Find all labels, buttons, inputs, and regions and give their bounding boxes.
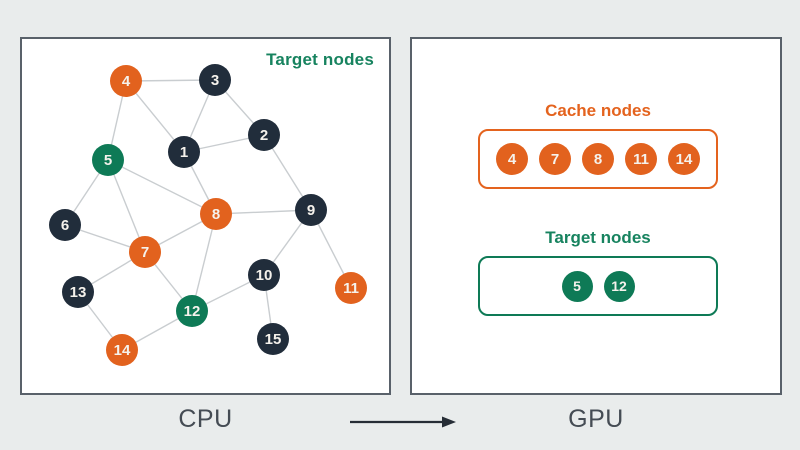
graph-edge-5-8 <box>107 159 217 215</box>
graph-node-label-2: 2 <box>260 127 268 144</box>
cache-node-14: 14 <box>668 143 700 175</box>
cache-node-7: 7 <box>539 143 571 175</box>
graph-node-15 <box>257 323 289 355</box>
cache-node-4: 4 <box>496 143 528 175</box>
target-node-5: 5 <box>561 270 593 302</box>
graph-node-10 <box>248 259 280 291</box>
graph-node-12 <box>176 295 208 327</box>
cpu-label: CPU <box>178 405 233 433</box>
target-nodes-title: Target nodes <box>545 228 651 247</box>
cache-node-8: 8 <box>582 143 614 175</box>
graph-node-label-11: 11 <box>343 280 359 297</box>
graph-node-label-13: 13 <box>70 284 87 301</box>
graph-node-11 <box>335 272 367 304</box>
graph-node-7 <box>129 236 161 268</box>
target-nodes-section: Target nodes 5 12 <box>478 228 718 316</box>
graph-node-2 <box>248 119 280 151</box>
graph-node-label-9: 9 <box>307 202 315 219</box>
cpu-to-gpu-arrow <box>350 416 456 428</box>
graph-node-label-1: 1 <box>180 144 188 161</box>
graph-node-label-7: 7 <box>141 244 149 261</box>
graph-node-14 <box>106 334 138 366</box>
graph-node-13 <box>62 276 94 308</box>
graph-node-label-3: 3 <box>211 72 219 89</box>
cache-node-11: 11 <box>625 143 657 175</box>
graph-node-label-5: 5 <box>104 152 112 169</box>
graph-node-9 <box>295 194 327 226</box>
graph-node-label-8: 8 <box>212 206 220 223</box>
graph-node-3 <box>199 64 231 96</box>
graph-node-label-6: 6 <box>61 217 69 234</box>
target-nodes-box: 5 12 <box>478 256 718 316</box>
cpu-legend-target-nodes: Target nodes <box>266 50 374 69</box>
graph-node-5 <box>92 144 124 176</box>
cache-nodes-title: Cache nodes <box>545 101 651 120</box>
graph-node-4 <box>110 65 142 97</box>
graph-node-label-10: 10 <box>256 267 273 284</box>
graph-node-label-15: 15 <box>265 331 282 348</box>
graph-node-1 <box>168 136 200 168</box>
graph-edge-5-7 <box>107 159 146 253</box>
graph-node-8 <box>200 198 232 230</box>
graph-node-6 <box>49 209 81 241</box>
graph-node-label-4: 4 <box>122 73 131 90</box>
target-node-12: 12 <box>603 270 635 302</box>
gpu-label: GPU <box>568 405 624 433</box>
graph-edge-8-12 <box>191 213 217 312</box>
graph-node-label-12: 12 <box>184 303 201 320</box>
graph-node-label-14: 14 <box>114 342 131 359</box>
